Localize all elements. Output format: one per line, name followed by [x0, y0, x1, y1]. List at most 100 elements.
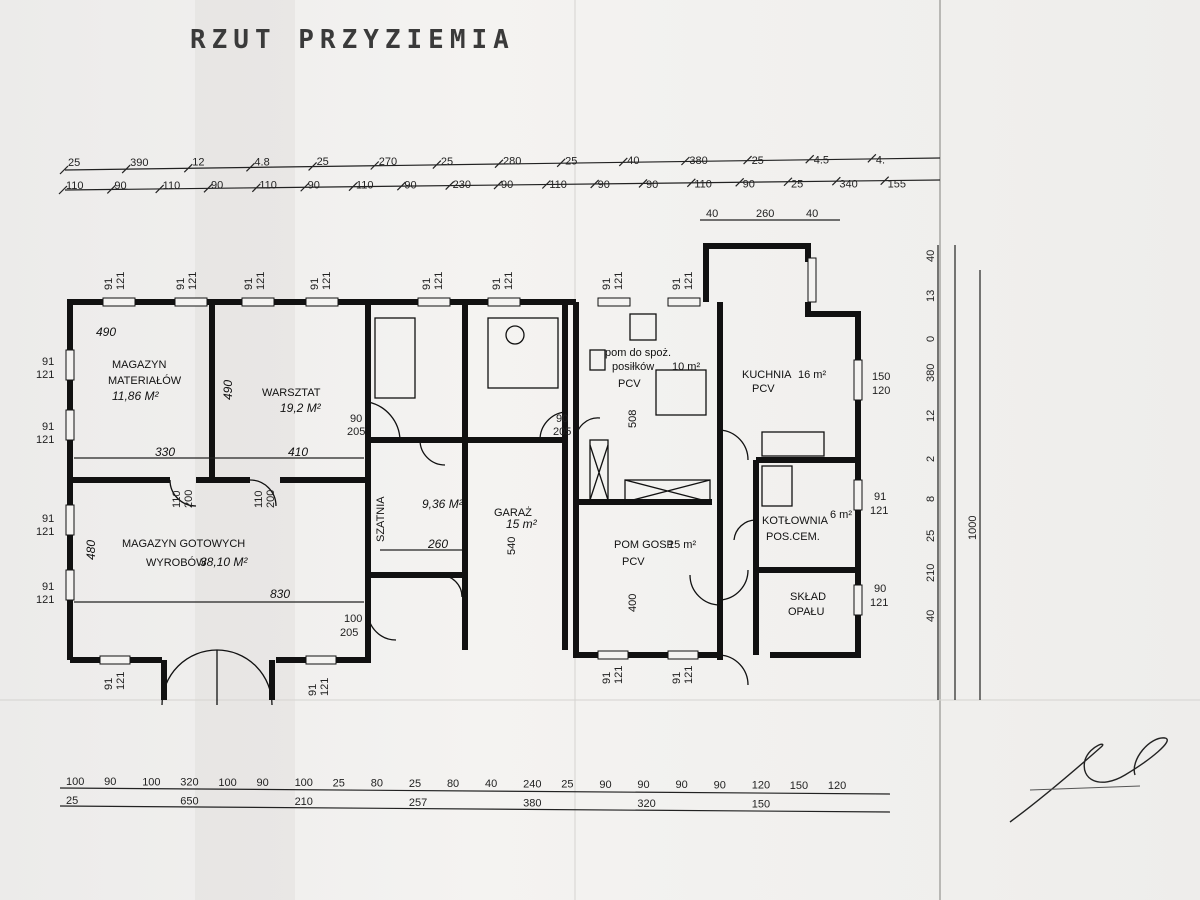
room-area: 15 m²	[668, 539, 696, 551]
dimension-label: 110	[549, 179, 567, 191]
room-floor: POS.CEM.	[766, 531, 820, 543]
inner-dimensions: 490 490 330 410 480 830 260 540 508 400	[74, 325, 639, 612]
dimension-label: 390	[130, 157, 148, 169]
dimension-label: 40	[806, 208, 818, 220]
dimension-label: 280	[503, 156, 521, 168]
dimension-label: 90	[501, 179, 513, 191]
dimension-label: 210	[295, 796, 313, 808]
dimension-tick	[396, 181, 406, 191]
svg-text:200: 200	[265, 490, 277, 508]
dim-text: 508	[627, 410, 639, 428]
dimension-label: 25	[791, 179, 803, 191]
dimension-label: 25	[752, 155, 764, 167]
svg-text:91: 91	[421, 278, 433, 290]
dimension-label: 110	[694, 179, 712, 191]
room-area: 38,10 M²	[200, 555, 248, 569]
dimension-label: 100	[218, 777, 236, 789]
room-name: KUCHNIA	[742, 369, 792, 381]
dimension-tick	[541, 180, 551, 189]
svg-text:120: 120	[872, 385, 890, 397]
dimension-label: 4.	[876, 154, 885, 166]
dimension-tick	[203, 183, 213, 193]
dimension-label: 90	[211, 180, 223, 192]
svg-text:121: 121	[36, 369, 54, 381]
dimension-label: 40	[485, 778, 497, 790]
dimension-label: 25	[441, 156, 453, 168]
dimension-label: 155	[888, 178, 906, 190]
dimension-label: 25	[333, 777, 345, 789]
dimension-tick	[638, 178, 648, 188]
dimension-label: 320	[180, 777, 198, 789]
dimension-tick	[183, 163, 193, 173]
dimension-label: 90	[308, 180, 320, 192]
signature	[1009, 737, 1168, 823]
dimension-label: 90	[676, 779, 688, 791]
svg-text:205: 205	[347, 426, 365, 438]
dimension-tick	[618, 157, 628, 167]
door-swings	[161, 401, 757, 706]
dimension-label: 90	[404, 179, 416, 191]
dimension-tick	[59, 165, 69, 175]
dimension-label: 0	[925, 336, 937, 342]
dimension-label: 150	[790, 780, 808, 792]
dimension-tick	[348, 182, 358, 192]
dimension-tick	[743, 155, 752, 165]
svg-text:121: 121	[870, 505, 888, 517]
room-area: 10 m²	[672, 361, 700, 373]
dimension-label: 90	[743, 179, 755, 191]
svg-text:121: 121	[36, 526, 54, 538]
svg-text:121: 121	[187, 272, 199, 290]
dimension-label: 110	[356, 179, 374, 191]
dimension-label: 380	[925, 364, 937, 382]
svg-text:121: 121	[683, 272, 695, 290]
dimension-label: 100	[142, 776, 160, 788]
dimension-label: 110	[66, 180, 84, 192]
dimension-label: 240	[523, 778, 541, 790]
dimension-label: 25	[317, 156, 329, 168]
dimension-tick	[155, 184, 165, 194]
room-name: GARAŻ	[494, 506, 532, 519]
room-name: POM GOSP	[614, 539, 674, 551]
svg-text:91: 91	[671, 278, 683, 290]
dimension-tick	[445, 181, 455, 191]
svg-text:121: 121	[870, 597, 888, 609]
svg-text:121: 121	[36, 434, 54, 446]
dimension-label: 25	[925, 530, 937, 542]
dimension-label: 110	[259, 180, 277, 192]
dimension-label: 100	[295, 777, 313, 789]
dimension-label: 40	[925, 610, 937, 622]
dimension-label: 25	[68, 157, 80, 169]
svg-text:121: 121	[683, 666, 695, 684]
room-area: 9,36 M²	[422, 497, 464, 511]
dimension-label: 257	[409, 797, 427, 809]
dimension-label: 230	[453, 179, 471, 191]
dim-text: 490	[96, 325, 116, 339]
dimension-tick	[493, 180, 503, 190]
dimension-tick	[783, 177, 793, 187]
svg-text:91: 91	[103, 678, 115, 690]
dimension-tick	[880, 176, 890, 186]
svg-text:91: 91	[42, 356, 54, 368]
svg-text:91: 91	[175, 278, 187, 290]
dimension-label: 210	[925, 564, 937, 582]
dimension-tick	[735, 177, 745, 187]
dimension-tick	[121, 164, 131, 174]
walls	[67, 243, 861, 700]
svg-text:121: 121	[255, 272, 267, 290]
dimension-label: 1000	[967, 516, 979, 540]
room-floor: PCV	[618, 378, 641, 390]
svg-text:121: 121	[433, 272, 445, 290]
room-name: MAGAZYN	[112, 359, 166, 371]
svg-text:205: 205	[340, 627, 358, 639]
window-codes: 91 121 91 121 91 121 91 121 91 121 91 12…	[36, 272, 890, 696]
dimension-tick	[831, 176, 841, 186]
room-name-line2: posiłków	[612, 361, 654, 373]
dimension-label: 25	[561, 779, 573, 791]
svg-text:121: 121	[115, 672, 127, 690]
dimension-label: 650	[180, 796, 198, 808]
dimension-label: 25	[565, 155, 577, 167]
dimension-label: 340	[839, 178, 857, 190]
dimension-label: 8	[925, 496, 937, 502]
